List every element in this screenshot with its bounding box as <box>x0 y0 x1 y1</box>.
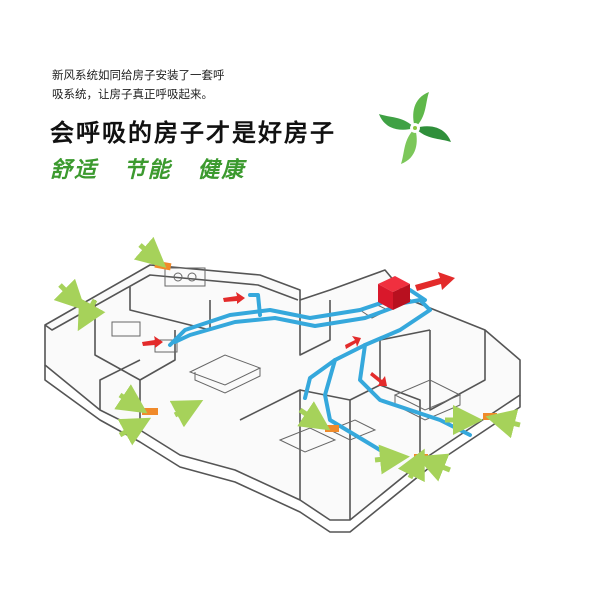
vent-icon <box>325 425 339 432</box>
inflow-arrow-icon <box>53 278 86 311</box>
inflow-arrow-icon <box>117 417 152 446</box>
pinwheel-logo-icon <box>379 92 451 164</box>
vent-icon <box>414 454 428 461</box>
fresh-air-unit-icon <box>378 276 410 310</box>
intro-line-2: 吸系统，让房子真正呼吸起来。 <box>52 87 213 101</box>
vent-icon <box>483 413 497 420</box>
bathroom-sink <box>111 321 141 337</box>
bed-2 <box>278 427 337 453</box>
inflow-arrow-icon <box>297 401 331 431</box>
house-ventilation-diagram <box>44 236 521 533</box>
bench <box>328 419 377 441</box>
headline: 会呼吸的房子才是好房子 <box>50 119 336 147</box>
slogan-health: 健康 <box>197 157 246 183</box>
kitchen-counter <box>164 267 206 287</box>
slogan-comfort: 舒适 <box>50 157 99 183</box>
fresh-air-inflow-arrows <box>53 236 521 483</box>
vent-icon <box>142 408 158 415</box>
inflow-arrow-icon <box>416 453 451 482</box>
floor-plan-walls <box>44 264 521 533</box>
inflow-arrow-icon <box>374 444 410 475</box>
intro-text: 新风系统如同给房子安装了一套呼 吸系统，让房子真正呼吸起来。 <box>52 66 282 104</box>
inflow-arrow-icon <box>169 399 204 428</box>
exhaust-arrow-icon <box>415 272 455 291</box>
slogan: 舒适 节能 健康 <box>50 152 261 184</box>
inflow-arrow-icon <box>485 409 521 439</box>
inflow-arrow-icon <box>133 236 167 268</box>
inflow-arrow-icon <box>114 384 148 414</box>
inflow-arrow-icon <box>77 297 106 332</box>
intro-line-1: 新风系统如同给房子安装了一套呼 <box>52 68 225 82</box>
slogan-energy-saving: 节能 <box>123 157 172 183</box>
indoor-exhaust-arrows <box>142 292 387 386</box>
